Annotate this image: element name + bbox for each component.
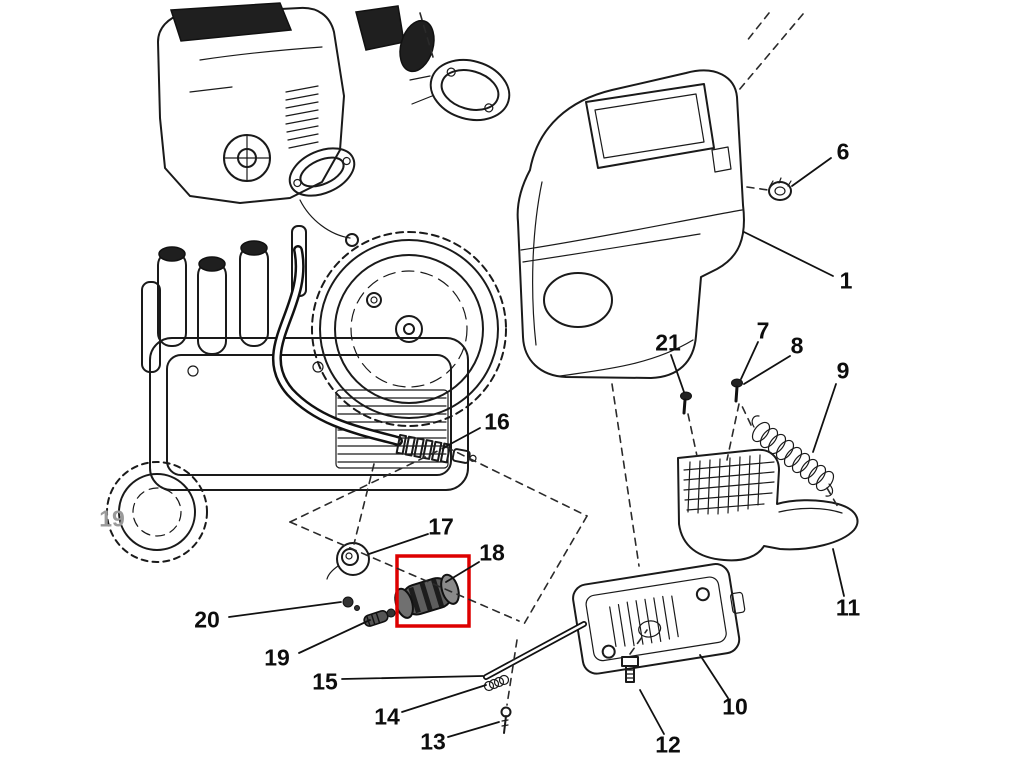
hose-part-16 xyxy=(272,245,477,464)
callout-label-12: 12 xyxy=(655,731,681,758)
bolt-part-12 xyxy=(621,656,639,683)
vent-hatch xyxy=(285,85,319,149)
callout-label-1: 1 xyxy=(839,267,853,294)
callout-label-17: 17 xyxy=(428,513,454,540)
spring-part-9 xyxy=(751,415,835,497)
grommet-part-6 xyxy=(768,177,792,201)
engine-cover-dark xyxy=(169,2,293,42)
vibration-mounts xyxy=(141,225,307,373)
callout-label-6: 6 xyxy=(836,138,850,165)
main-unit-drawing xyxy=(106,2,511,563)
callout-label-15: 15 xyxy=(312,668,338,695)
callout-label-9: 9 xyxy=(836,357,850,384)
pin-part-19 xyxy=(363,608,396,627)
callout-label-11: 11 xyxy=(835,594,861,621)
muffler xyxy=(409,59,511,121)
screw-part-13 xyxy=(500,706,512,734)
tray-part-10 xyxy=(572,563,746,675)
base-frame xyxy=(149,337,469,491)
ball-part-20 xyxy=(342,596,360,611)
screw-part-7-8 xyxy=(731,378,743,403)
callout-label-21: 21 xyxy=(655,329,681,356)
pedal-part-11 xyxy=(677,448,859,562)
assembly-guide-lines xyxy=(289,12,839,706)
callout-label-18: 18 xyxy=(479,539,505,566)
callout-leader-lines xyxy=(228,157,845,738)
housing-part-1 xyxy=(516,69,745,379)
callout-label-edge-partial: 19 xyxy=(99,505,125,532)
rod-part-15 xyxy=(483,621,587,680)
callout-label-20: 20 xyxy=(194,606,220,633)
wheel xyxy=(311,231,507,427)
highlight-box-part-18 xyxy=(395,554,471,628)
callout-label-14: 14 xyxy=(374,703,400,730)
pulley-part-17 xyxy=(326,542,370,580)
pump-flange xyxy=(288,147,356,197)
recoil-starter xyxy=(223,134,271,182)
callout-label-10: 10 xyxy=(722,693,748,720)
rear-wheel xyxy=(106,461,208,563)
screw-part-21 xyxy=(680,391,692,415)
callout-label-13: 13 xyxy=(420,728,446,755)
callout-label-8: 8 xyxy=(790,332,804,359)
spring-part-14 xyxy=(483,674,510,692)
callout-label-16: 16 xyxy=(484,408,510,435)
callout-label-19: 19 xyxy=(264,644,290,671)
callout-label-7: 7 xyxy=(756,317,770,344)
hose-fitting xyxy=(395,433,477,464)
roller-part-18 xyxy=(394,573,460,619)
